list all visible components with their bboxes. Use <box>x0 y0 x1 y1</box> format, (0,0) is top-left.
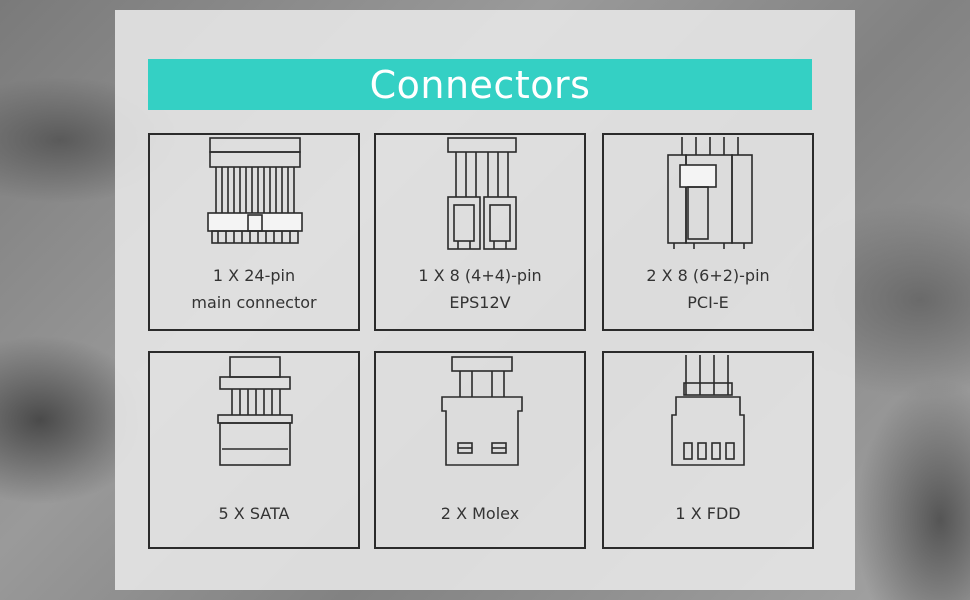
sata-icon <box>217 356 293 466</box>
connector-label: 2 X Molex <box>440 504 520 523</box>
page-title: Connectors <box>148 59 812 110</box>
connector-sublabel: main connector <box>191 293 317 312</box>
connector-sublabel: EPS12V <box>449 293 511 312</box>
connector-card-molex: 2 X Molex <box>374 351 586 549</box>
connector-card-24pin: 1 X 24-pin main connector <box>148 133 360 331</box>
connector-card-sata: 5 X SATA <box>148 351 360 549</box>
connector-label: 1 X FDD <box>675 504 741 523</box>
eps-8pin-icon <box>447 137 517 250</box>
pcie-8pin-icon <box>667 137 753 249</box>
atx-24pin-icon <box>207 137 303 244</box>
connector-label: 2 X 8 (6+2)-pin <box>646 266 770 285</box>
connector-card-pcie: 2 X 8 (6+2)-pin PCI-E <box>602 133 814 331</box>
connector-card-eps: 1 X 8 (4+4)-pin EPS12V <box>374 133 586 331</box>
connector-label: 1 X 24-pin <box>212 266 296 285</box>
fdd-icon <box>671 355 745 466</box>
molex-icon <box>441 356 523 466</box>
connector-label: 1 X 8 (4+4)-pin <box>418 266 542 285</box>
connector-sublabel: PCI-E <box>687 293 729 312</box>
connector-card-fdd: 1 X FDD <box>602 351 814 549</box>
connector-label: 5 X SATA <box>218 504 290 523</box>
